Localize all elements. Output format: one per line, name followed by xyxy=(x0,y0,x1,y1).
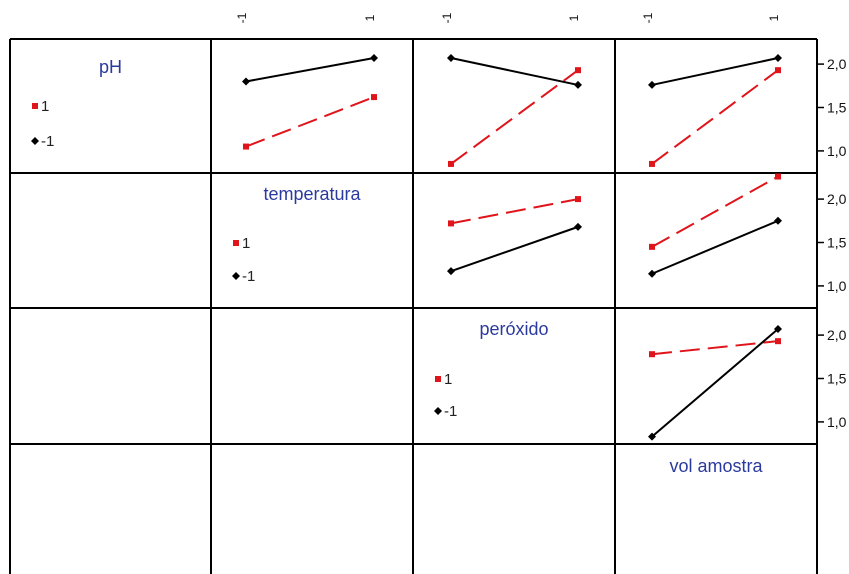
data-point-high xyxy=(243,143,249,150)
xtick-label: -1 xyxy=(235,12,249,23)
series-line-high xyxy=(651,175,779,248)
xtick-label: -1 xyxy=(641,12,655,23)
factor-label: temperatura xyxy=(263,184,361,204)
data-point-high xyxy=(775,67,781,74)
series-line-low xyxy=(651,57,779,86)
series-line-high xyxy=(450,69,579,165)
data-point-low xyxy=(648,432,656,441)
ytick-label: 1,5 xyxy=(827,100,847,116)
factor-label: peróxido xyxy=(479,319,548,339)
data-point-high xyxy=(448,160,454,167)
data-point-low xyxy=(774,325,782,334)
ytick-label: 1,0 xyxy=(827,278,847,294)
data-point-high xyxy=(448,220,454,227)
data-point-high xyxy=(575,196,581,203)
legend-label-low: -1 xyxy=(41,133,54,150)
legend-marker-low xyxy=(232,272,240,280)
series-line-low xyxy=(450,225,579,273)
data-point-low xyxy=(574,222,582,231)
legend-marker-high xyxy=(233,240,239,246)
factor-label: vol amostra xyxy=(669,456,763,476)
xtick-label: -1 xyxy=(440,12,454,23)
data-point-low xyxy=(648,269,656,278)
legend-marker-low xyxy=(31,137,39,145)
ytick-label: 1,5 xyxy=(827,235,847,251)
xtick-label: 1 xyxy=(363,14,377,21)
panel-grid xyxy=(9,38,818,574)
legend-marker-low xyxy=(434,407,442,415)
legends: 1 -1 1 -1 1 -1 xyxy=(31,98,457,420)
series-line-low xyxy=(651,219,779,275)
ytick-label: 1,0 xyxy=(827,143,847,159)
factor-label: pH xyxy=(99,57,122,77)
data-point-high xyxy=(649,160,655,167)
xtick-label: 1 xyxy=(767,14,781,21)
data-point-low xyxy=(242,77,250,86)
data-point-high xyxy=(575,67,581,74)
data-point-high xyxy=(649,351,655,358)
legend-marker-high xyxy=(435,376,441,382)
series-line-low xyxy=(651,328,779,438)
data-point-high xyxy=(775,338,781,345)
xtick-label: 1 xyxy=(567,14,581,21)
axis-ticks: 1,0 1,5 2,0 1,0 1,5 2,0 1,0 1,5 2,0 -1 1 -1 1 -1 1 xyxy=(235,12,847,430)
data-point-low xyxy=(774,216,782,225)
legend-label-low: -1 xyxy=(242,268,255,285)
series-line-high xyxy=(651,340,779,356)
series-lines xyxy=(242,54,782,441)
legend-label-high: 1 xyxy=(242,235,250,252)
series-line-high xyxy=(245,96,375,148)
data-point-low xyxy=(447,54,455,63)
series-line-low xyxy=(245,57,375,83)
legend-label-low: -1 xyxy=(444,403,457,420)
ytick-label: 2,0 xyxy=(827,327,847,343)
factor-labels: pH temperatura peróxido vol amostra xyxy=(99,57,764,476)
legend-marker-high xyxy=(32,103,38,109)
data-point-low xyxy=(648,80,656,89)
data-point-low xyxy=(447,267,455,276)
series-line-low xyxy=(450,57,579,86)
legend-label-high: 1 xyxy=(41,98,49,115)
legend-label-high: 1 xyxy=(444,371,452,388)
ytick-label: 1,0 xyxy=(827,414,847,430)
data-point-low xyxy=(574,80,582,89)
data-point-low xyxy=(370,54,378,63)
data-point-low xyxy=(774,54,782,63)
series-line-high xyxy=(651,69,779,165)
series-line-high xyxy=(450,198,579,225)
data-point-high xyxy=(649,243,655,250)
ytick-label: 2,0 xyxy=(827,56,847,72)
data-point-high xyxy=(775,173,781,180)
ytick-label: 2,0 xyxy=(827,191,847,207)
ytick-label: 1,5 xyxy=(827,371,847,387)
data-point-high xyxy=(371,94,377,101)
